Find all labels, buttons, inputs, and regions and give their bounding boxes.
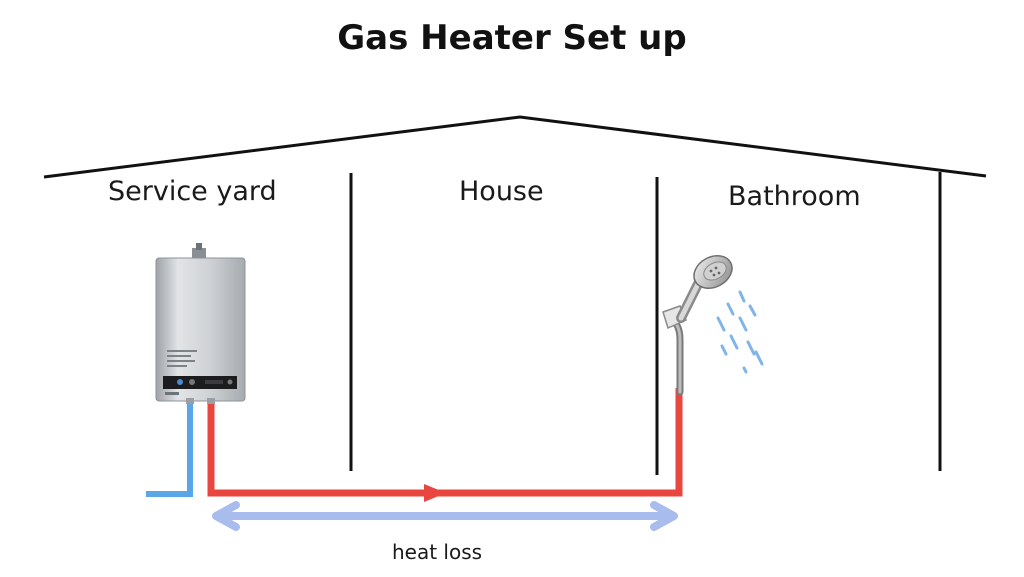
flow-direction-arrow [424, 484, 446, 502]
room-label-service-yard: Service yard [108, 176, 277, 207]
roof-line [43, 115, 987, 179]
handheld-shower-icon [662, 255, 733, 396]
diagram-title: Gas Heater Set up [337, 18, 687, 58]
heat-loss-arrow [212, 501, 678, 531]
room-label-house: House [459, 176, 544, 207]
gas-water-heater-icon [155, 243, 246, 404]
water-spray [716, 290, 764, 374]
cold-water-pipe [146, 400, 193, 497]
hot-water-pipe [207, 388, 683, 497]
room-label-bathroom: Bathroom [728, 181, 861, 212]
heat-loss-label: heat loss [392, 540, 483, 564]
